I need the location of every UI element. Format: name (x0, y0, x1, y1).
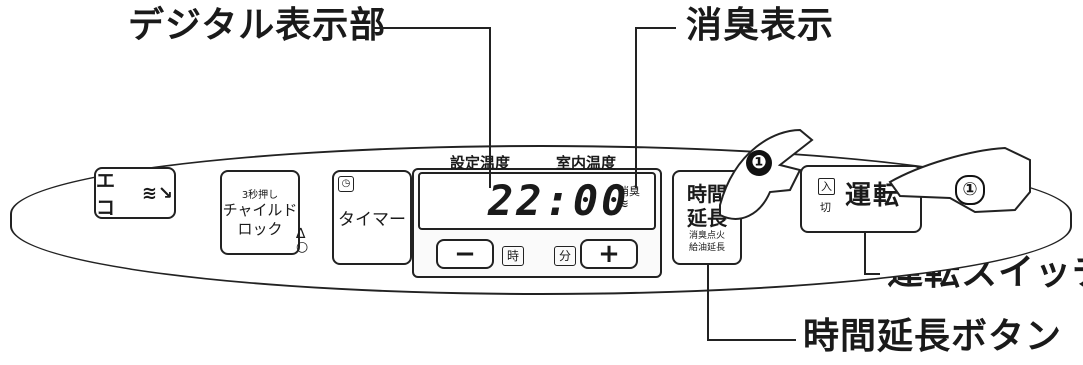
run-on-label: 入 (818, 178, 835, 195)
minus-button[interactable]: − (436, 239, 494, 269)
room-temp-label: 室内温度 (556, 154, 617, 172)
plus-button[interactable]: + (580, 239, 638, 269)
lock-icon: ∆○ (296, 226, 309, 255)
eco-leaf-icon: ≋↘ (141, 182, 174, 204)
lcd-time-readout: 22:00 (488, 176, 630, 225)
child-lock-hint: 3秒押し (241, 190, 279, 201)
timer-button-label: タイマー (338, 210, 406, 230)
hour-label: 時 (502, 246, 524, 266)
extend-sub1: 消臭点火 (688, 230, 725, 241)
hand-pointer-left-icon (719, 128, 814, 220)
deodor-leader-line (635, 27, 676, 188)
power-leader-line (864, 232, 880, 275)
minus-button-label: − (454, 239, 476, 269)
minute-label: 分 (554, 246, 576, 266)
deodor-display-callout: 消臭表示 (686, 5, 835, 46)
set-temp-label: 設定温度 (450, 154, 511, 172)
digital-display-callout: デジタル表示部 (128, 5, 387, 46)
timer-button[interactable]: ◷ タイマー (332, 170, 412, 265)
child-lock-line2: ロック (237, 220, 283, 238)
eco-button-label: エコ (96, 170, 117, 219)
time-extend-callout: 時間延長ボタン (803, 316, 1063, 357)
extend-sub2: 給油延長 (688, 242, 725, 253)
display-leader-line (372, 27, 491, 188)
child-lock-line1: チャイルド (222, 201, 298, 219)
child-lock-button[interactable]: 3秒押し チャイルド ロック (220, 170, 300, 255)
clock-icon: ◷ (338, 176, 354, 192)
plus-button-label: + (598, 239, 620, 269)
step-marker-filled: ❶ (746, 150, 772, 176)
deodor-indicator: 消臭 (618, 185, 640, 198)
deodor-wave-icon: ≋ (618, 197, 629, 212)
eco-button[interactable]: エコ ≋↘ (94, 167, 176, 219)
step-marker-outline: ① (955, 175, 985, 205)
lcd-screen (418, 172, 656, 230)
extend-leader-line (707, 265, 796, 341)
run-button-label: 運転 (845, 181, 902, 211)
run-off-label: 切 (820, 201, 831, 214)
